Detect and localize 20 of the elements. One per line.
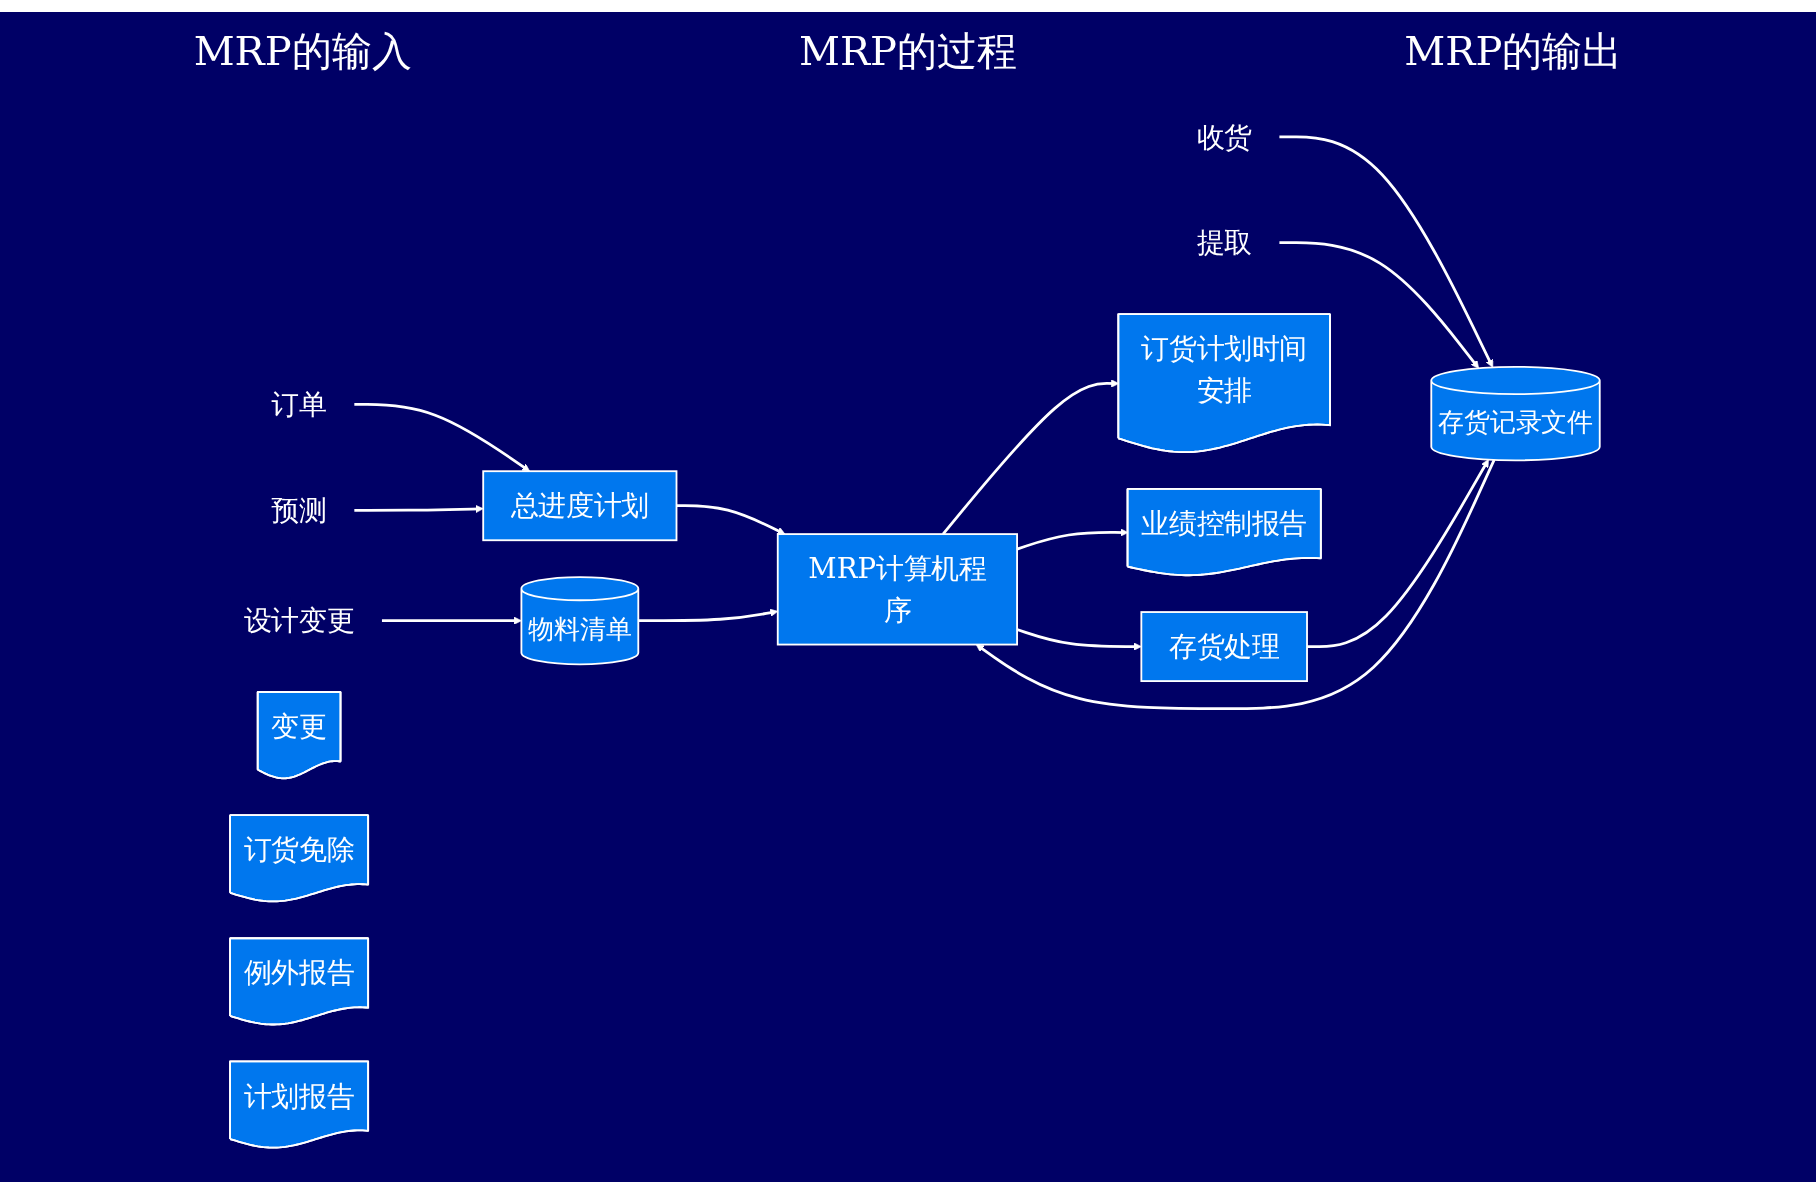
- arrow: [354, 403, 531, 472]
- arrow: [941, 379, 1120, 535]
- arrow: [1279, 135, 1494, 368]
- node-text: 预测: [271, 494, 327, 527]
- arrow: [1279, 241, 1479, 369]
- arrow: [975, 459, 1496, 711]
- arrow: [381, 616, 522, 625]
- node-text: 收货: [1196, 120, 1252, 153]
- node-box: 存货处理: [1140, 611, 1308, 682]
- column-heading: MRP的输入: [192, 27, 413, 76]
- arrow: [1307, 459, 1489, 648]
- node-box: 总进度计划: [482, 470, 678, 542]
- arrow: [676, 504, 786, 535]
- column-heading: MRP的输出: [1403, 27, 1624, 76]
- node-text: 提取: [1196, 226, 1252, 259]
- node-text: 设计变更: [243, 604, 355, 637]
- node-box: MRP计算机程序: [776, 533, 1018, 646]
- arrow: [354, 504, 484, 513]
- column-heading: MRP的过程: [798, 27, 1018, 76]
- node-text: 订单: [271, 388, 327, 421]
